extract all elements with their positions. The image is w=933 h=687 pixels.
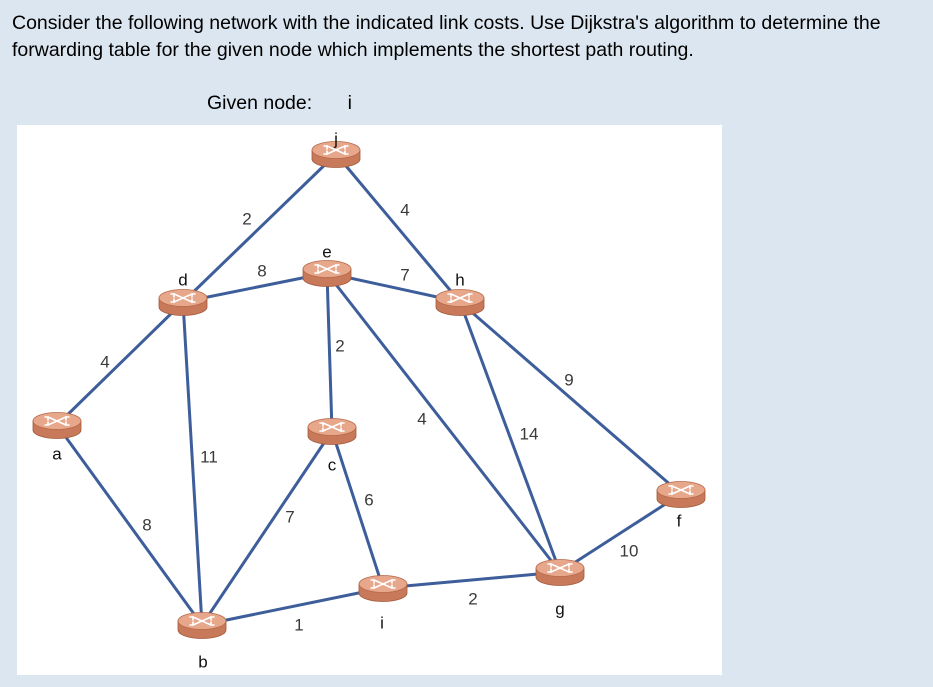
link-cost-g-f: 10 xyxy=(620,541,639,560)
link-d-b xyxy=(181,300,204,627)
link-h-f xyxy=(458,300,683,496)
router-arrows-icon xyxy=(170,293,196,303)
router-arrows-icon xyxy=(547,563,573,573)
router-b xyxy=(177,612,227,639)
link-d-j xyxy=(181,152,338,304)
routers-layer: a b c d e f g h i j xyxy=(32,129,706,671)
link-cost-h-f: 9 xyxy=(564,370,573,389)
router-i xyxy=(358,575,408,602)
links-layer xyxy=(55,152,683,627)
link-cost-b-i: 1 xyxy=(294,615,303,634)
given-node-label: Given node: xyxy=(207,92,313,114)
network-graph: 4 8 2 8 11 4 7 2 4 7 6 1 2 14 9 10 a b c d e f g h i j xyxy=(32,129,706,671)
question-text: Consider the following network with the … xyxy=(12,12,881,61)
router-arrows-icon xyxy=(319,422,345,432)
link-a-b xyxy=(55,423,204,627)
link-a-d xyxy=(55,300,185,427)
link-cost-a-d: 4 xyxy=(100,352,109,371)
link-cost-d-b: 11 xyxy=(200,447,218,466)
node-label-b: b xyxy=(198,652,207,671)
node-label-j: j xyxy=(333,129,338,148)
router-g xyxy=(535,559,585,586)
router-arrows-icon xyxy=(668,485,694,495)
router-arrows-icon xyxy=(370,579,396,589)
link-c-b xyxy=(200,429,334,627)
router-arrows-icon xyxy=(44,416,70,426)
node-label-c: c xyxy=(328,455,337,474)
router-e xyxy=(302,260,352,287)
node-label-g: g xyxy=(555,599,564,618)
router-arrows-icon xyxy=(314,264,340,274)
router-arrows-icon xyxy=(323,145,349,155)
link-cost-d-j: 2 xyxy=(242,209,251,228)
node-label-i: i xyxy=(380,613,384,632)
router-d xyxy=(158,289,208,316)
link-cost-j-h: 4 xyxy=(400,200,409,219)
link-j-h xyxy=(334,152,462,304)
network-diagram: 4 8 2 8 11 4 7 2 4 7 6 1 2 14 9 10 a b c d e f g h i j xyxy=(17,125,722,675)
link-c-i xyxy=(330,429,385,590)
given-node-value: i xyxy=(347,92,352,114)
link-cost-h-g: 14 xyxy=(520,424,539,443)
given-node-row: Given node: i xyxy=(207,92,352,115)
router-arrows-icon xyxy=(189,616,215,626)
link-h-g xyxy=(458,300,562,574)
router-arrows-icon xyxy=(447,293,473,303)
link-i-g xyxy=(381,570,562,590)
link-cost-i-g: 2 xyxy=(468,589,477,608)
node-label-e: e xyxy=(322,242,331,261)
link-b-i xyxy=(200,586,385,627)
link-costs-layer: 4 8 2 8 11 4 7 2 4 7 6 1 2 14 9 10 xyxy=(100,200,638,634)
link-cost-e-h: 7 xyxy=(400,265,409,284)
node-label-f: f xyxy=(677,511,682,530)
link-cost-d-e: 8 xyxy=(257,261,266,280)
link-cost-e-g: 4 xyxy=(417,409,426,428)
router-c xyxy=(307,418,357,445)
router-a xyxy=(32,412,82,439)
router-j xyxy=(311,141,361,168)
link-g-f xyxy=(558,492,683,574)
router-h xyxy=(435,289,485,316)
node-label-h: h xyxy=(455,270,464,289)
link-cost-c-i: 6 xyxy=(364,490,373,509)
node-label-a: a xyxy=(52,444,62,463)
link-e-g xyxy=(325,271,562,574)
link-cost-e-c: 2 xyxy=(335,336,344,355)
link-cost-a-b: 8 xyxy=(142,515,151,534)
node-label-d: d xyxy=(178,270,187,289)
router-f xyxy=(656,481,706,508)
link-e-c xyxy=(325,271,334,433)
link-cost-c-b: 7 xyxy=(285,507,294,526)
